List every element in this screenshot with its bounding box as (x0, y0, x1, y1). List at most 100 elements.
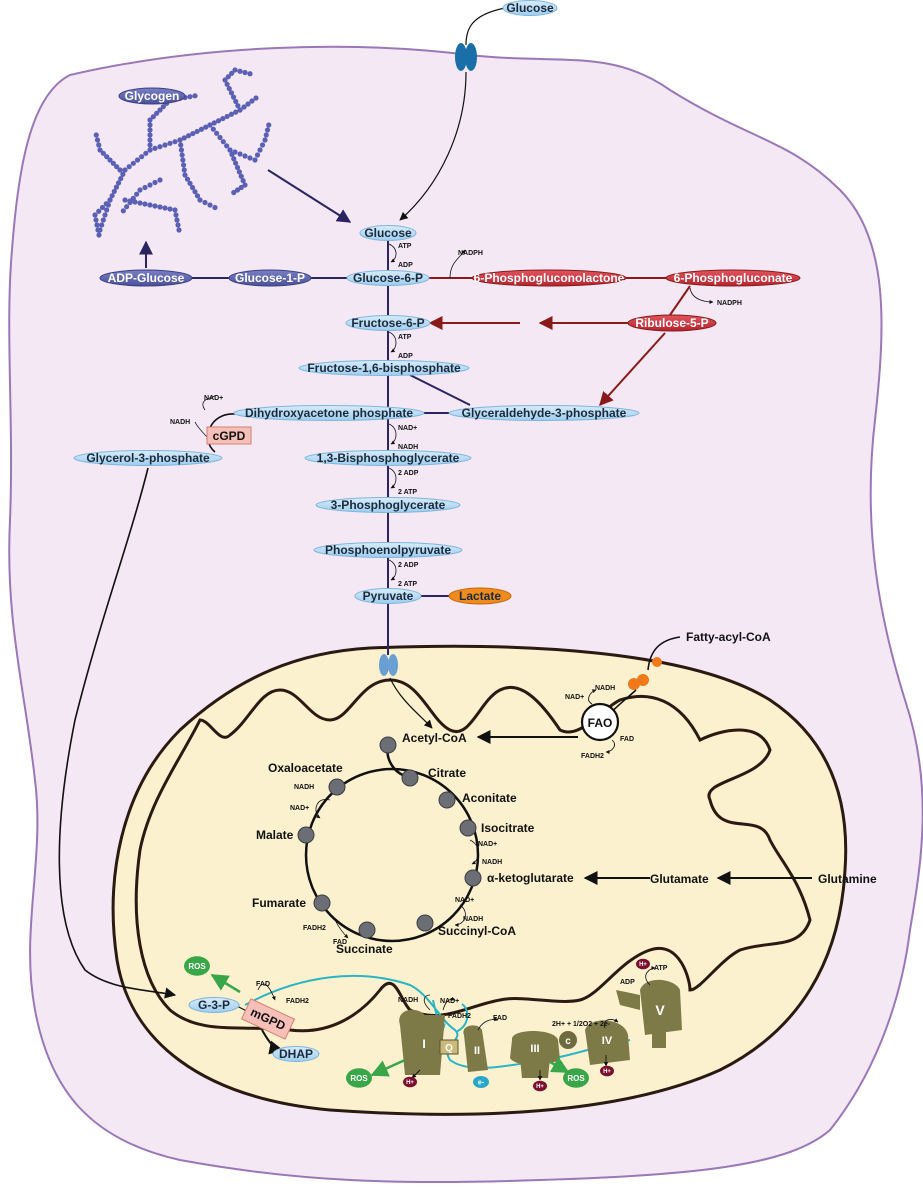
nad-label: NAD+ (204, 395, 223, 402)
glycerol-3-phosphate-pill: Glycerol-3-phosphate (73, 450, 223, 466)
glycogen-unit (242, 153, 248, 159)
glycogen-unit (124, 204, 130, 210)
glucose-pill: Glucose (359, 225, 417, 241)
glycogen-unit (162, 205, 168, 211)
glucose-pill-label: Glucose (364, 226, 412, 240)
glycogen-unit (100, 217, 106, 223)
glycogen-unit (152, 179, 158, 186)
glycogen-unit (194, 193, 201, 199)
glycogen-unit (167, 140, 173, 146)
complex-iv-label: IV (602, 1035, 613, 1047)
ribulose-5-p-pill-label: Ribulose-5-P (635, 316, 708, 330)
alpha-ketoglutarate-label: α-ketoglutarate (487, 871, 574, 885)
glycogen-unit (150, 114, 156, 120)
tca-node (401, 769, 419, 787)
glycogen-unit (97, 147, 103, 153)
fad-label: FAD (620, 736, 634, 743)
glycogen-unit (147, 132, 153, 138)
fao-label: FAO (588, 716, 613, 730)
nadh-label: NADH (294, 784, 314, 791)
glycogen-unit (142, 184, 148, 191)
succinate-label: Succinate (336, 942, 393, 956)
glycogen-unit (93, 217, 99, 223)
glycogen-unit (157, 204, 163, 210)
glycogen-unit (184, 176, 191, 182)
electron-badge-label: e- (478, 1079, 485, 1086)
glycogen-unit (234, 187, 241, 193)
glycogen-unit (130, 160, 136, 166)
glycogen-unit (127, 199, 133, 206)
tca-nodes (297, 736, 482, 939)
glycerol-3-phosphate-pill-label: Glycerol-3-phosphate (86, 451, 210, 465)
glycogen-unit (189, 184, 196, 191)
glyceraldehyde-3-phosphate-pill-label: Glyceraldehyde-3-phosphate (462, 406, 627, 420)
glycogen-unit (220, 139, 226, 145)
etc-complex-ii (463, 1025, 488, 1072)
ros-badge: ROS (563, 1068, 589, 1088)
pyruvate-pill: Pyruvate (354, 588, 422, 604)
phosphogluconate-pill-label: 6-Phosphogluconate (674, 271, 793, 285)
glycogen-unit (167, 206, 173, 212)
glycogen-unit (162, 142, 168, 148)
glycogen-unit (154, 110, 160, 116)
glycogen-unit (103, 201, 109, 207)
ribulose-5-p-pill: Ribulose-5-P (627, 314, 717, 332)
atp-label: ATP (654, 965, 668, 972)
cytochrome-c (559, 1031, 577, 1049)
dhap-pill: Dihydroxyacetone phosphate (233, 405, 425, 421)
glycogen-unit (122, 167, 128, 173)
glycogen-unit (102, 212, 108, 218)
complex-i-label: I (422, 1037, 425, 1051)
nad-label: NAD+ (398, 425, 417, 432)
nadh-label: NADH (398, 444, 418, 451)
glycogen-unit (202, 199, 208, 206)
glycogen-unit (122, 197, 128, 203)
glycogen-unit (217, 134, 223, 141)
nad-label: NAD+ (290, 805, 309, 812)
cgpd-label: cGPD (213, 429, 246, 443)
glycogen-unit (181, 135, 187, 141)
fad-label: FAD (493, 1015, 507, 1022)
glycogen-unit (235, 103, 241, 109)
glycogen-unit (104, 207, 110, 213)
glycogen-unit (192, 93, 198, 99)
fatty-acyl-coa-label: Fatty-acyl-CoA (686, 630, 771, 644)
glucose-1-p-pill-label: Glucose-1-P (235, 271, 305, 285)
glycogen-unit (157, 144, 163, 150)
adp-glucose-pill: ADP-Glucose (99, 269, 193, 287)
nadh-label: NADH (595, 685, 615, 692)
glycogen-unit (120, 208, 126, 214)
glycogen-unit (147, 202, 153, 208)
glycogen-unit (147, 122, 153, 128)
glycogen-unit (229, 70, 235, 76)
pyruvate-pill-label: Pyruvate (363, 589, 414, 603)
glycogen-unit (160, 104, 166, 110)
phosphogluconate-pill: 6-Phosphogluconate (665, 269, 801, 287)
glycogen-unit (107, 157, 113, 163)
tca-node (416, 914, 434, 932)
glycogen-unit (187, 180, 193, 186)
glycogen-unit (143, 150, 149, 156)
glycogen-unit (226, 85, 232, 92)
glycogen-unit (118, 175, 124, 182)
glutamine-label: Glutamine (818, 872, 877, 886)
complex-iii-label: III (530, 1043, 539, 1055)
etc-complex-i (399, 1009, 445, 1075)
glycogen-unit (252, 157, 258, 163)
glyceraldehyde-3-phosphate-pill: Glyceraldehyde-3-phosphate (448, 405, 640, 421)
glucose-transporter-icon (455, 43, 477, 71)
glycogen-unit (139, 154, 145, 160)
glycogen-unit (194, 128, 200, 135)
glycogen-unit (220, 115, 226, 122)
glycogen-unit (107, 197, 113, 203)
proton-badge-label: H+ (536, 1084, 544, 1090)
glycogen-unit (147, 142, 153, 148)
glycogen-unit (152, 203, 158, 209)
ros-badge-label: ROS (188, 962, 206, 971)
aconitate-label: Aconitate (462, 791, 517, 805)
glycogen-unit (236, 169, 242, 175)
3-phosphoglycerate-pill-label: 3-Phosphoglycerate (331, 498, 446, 512)
glycolysis-cofactor-arrows (388, 243, 397, 581)
lactate-pill-label: Lactate (459, 589, 501, 603)
dhap-mito-pill: DHAP (272, 1046, 320, 1062)
